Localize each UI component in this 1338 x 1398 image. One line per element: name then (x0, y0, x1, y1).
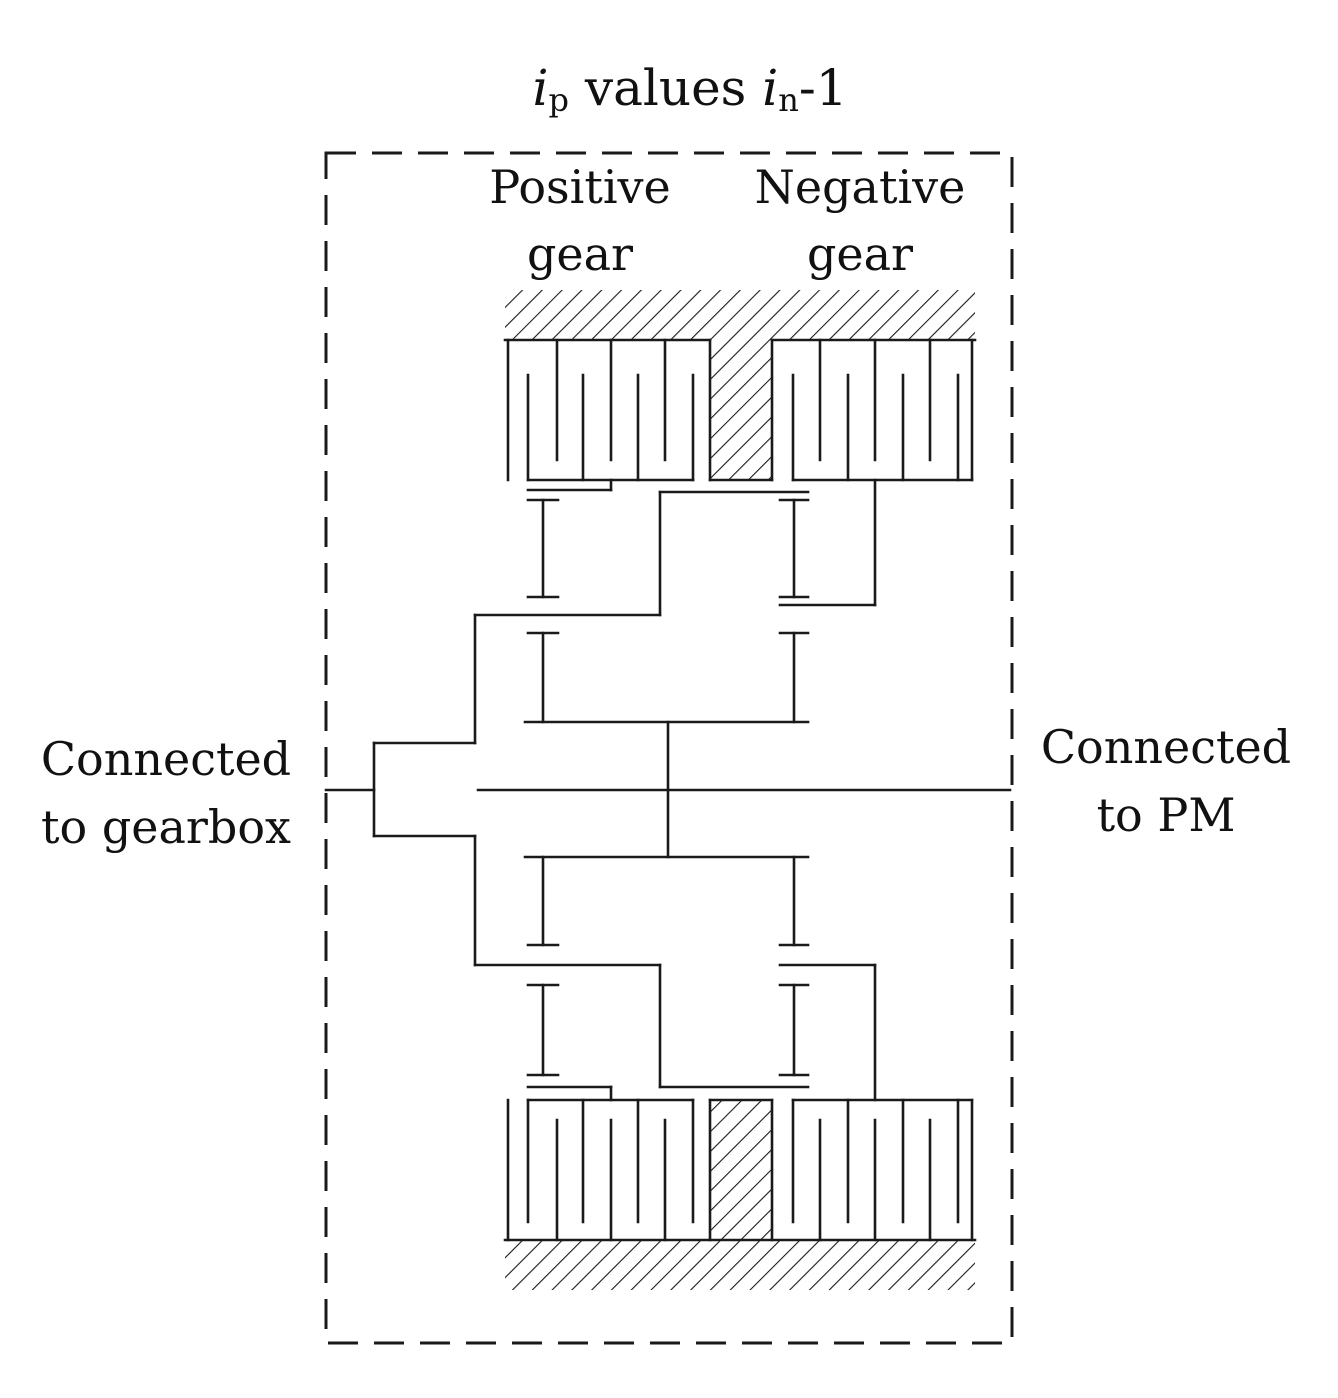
top-housing (503, 290, 977, 482)
bottom-housing (503, 1098, 977, 1290)
diagram-title: ip values in-1 (532, 59, 847, 119)
bottom-positive-clutch (506, 1098, 695, 1242)
top-positive-clutch (506, 338, 695, 492)
bottom-ring-gears (526, 963, 877, 1102)
gearbox-label-line1: Connected (41, 732, 291, 786)
gearbox-label-line2: to gearbox (41, 800, 291, 854)
negative-gear-label-line1: Negative (755, 160, 966, 214)
top-planets (473, 490, 810, 859)
positive-gear-label-line2: gear (527, 227, 633, 281)
negative-gear-label-line2: gear (807, 227, 913, 281)
bottom-planets (473, 834, 810, 1089)
bottom-negative-clutch (791, 1098, 974, 1242)
positive-gear-label-line1: Positive (489, 160, 671, 214)
main-shafts (324, 741, 1012, 838)
enclosure-boundary (324, 151, 1014, 1345)
top-ring-gears (526, 478, 877, 607)
pm-label-line1: Connected (1041, 720, 1291, 774)
pm-label-line2: to PM (1097, 788, 1236, 842)
top-negative-clutch (791, 338, 974, 482)
